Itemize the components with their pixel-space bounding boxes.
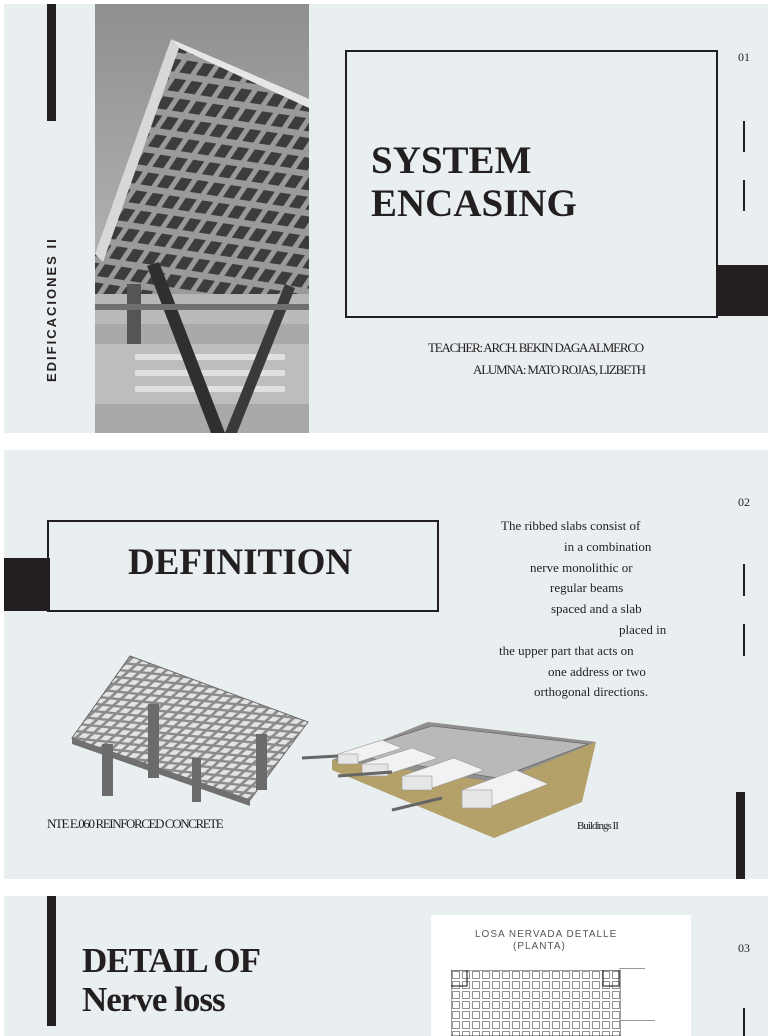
tick-mark: [743, 121, 745, 152]
drawing-subtitle: (PLANTA): [513, 941, 566, 952]
canopy-photo: [95, 4, 309, 433]
tick-mark: [743, 1008, 745, 1036]
definition-line: regular beams: [550, 580, 624, 596]
definition-line: The ribbed slabs consist of: [501, 518, 641, 533]
plan-grid: [451, 970, 621, 1036]
title-frame: [345, 50, 718, 318]
tick-mark: [743, 180, 745, 211]
definition-line: one address or two: [548, 663, 646, 679]
title-line-2: ENCASING: [371, 181, 577, 225]
vertical-course-label: EDIFICACIONES II: [44, 237, 59, 382]
slide-number: 03: [738, 941, 750, 955]
accent-bar-bottom-right: [736, 792, 745, 879]
page-title: SYSTEM ENCASING: [371, 139, 577, 226]
tick-mark: [743, 624, 745, 656]
student-credit: ALUMNA: MATO ROJAS, LIZBETH: [473, 362, 646, 377]
title-line-2: Nerve loss: [82, 979, 226, 1019]
caption-left: NTE E.060 REINFORCED CONCRETE: [47, 816, 224, 831]
definition-text: The ribbed slabs consist of in a combina…: [484, 516, 684, 703]
accent-block-right: [716, 265, 768, 316]
tick-mark: [743, 564, 745, 596]
definition-line: orthogonal directions.: [534, 684, 649, 700]
title-line-1: DETAIL OF: [82, 941, 261, 980]
section-title: DETAIL OF Nerve loss: [82, 941, 261, 1019]
annotation-line: [619, 968, 645, 969]
waffle-slab-illustration: [71, 655, 309, 806]
definition-line: spaced and a slab: [551, 601, 642, 617]
section-title: DEFINITION: [128, 542, 353, 583]
slide-1: EDIFICACIONES II 01 SYSTEM ENCASI: [4, 4, 768, 433]
teacher-credit: TEACHER: ARCH. BEKIN DAGA ALMERCO: [428, 340, 644, 355]
detail-drawing: LOSA NERVADA DETALLE (PLANTA): [431, 915, 691, 1036]
slide-3: DETAIL OF Nerve loss LOSA NERVADA DETALL…: [4, 896, 768, 1036]
accent-bar-left: [47, 896, 56, 1026]
definition-line: placed in: [619, 621, 667, 637]
definition-line: the upper part that acts on: [499, 642, 634, 658]
title-line-1: SYSTEM: [371, 139, 532, 182]
ribbed-slab-section: [302, 722, 596, 838]
slide-number: 02: [738, 495, 750, 509]
annotation-line: [619, 1020, 655, 1021]
accent-block-left: [4, 558, 50, 611]
slide-number: 01: [738, 50, 750, 64]
accent-bar-top-left: [47, 4, 56, 121]
definition-line: in a combination: [564, 538, 652, 554]
definition-line: nerve monolithic or: [530, 559, 633, 575]
title-frame: [47, 520, 439, 612]
slide-2: DEFINITION 02 The ribbed slabs consist o…: [4, 450, 768, 879]
caption-right: Buildings II: [577, 820, 619, 832]
drawing-title: LOSA NERVADA DETALLE: [475, 929, 618, 940]
